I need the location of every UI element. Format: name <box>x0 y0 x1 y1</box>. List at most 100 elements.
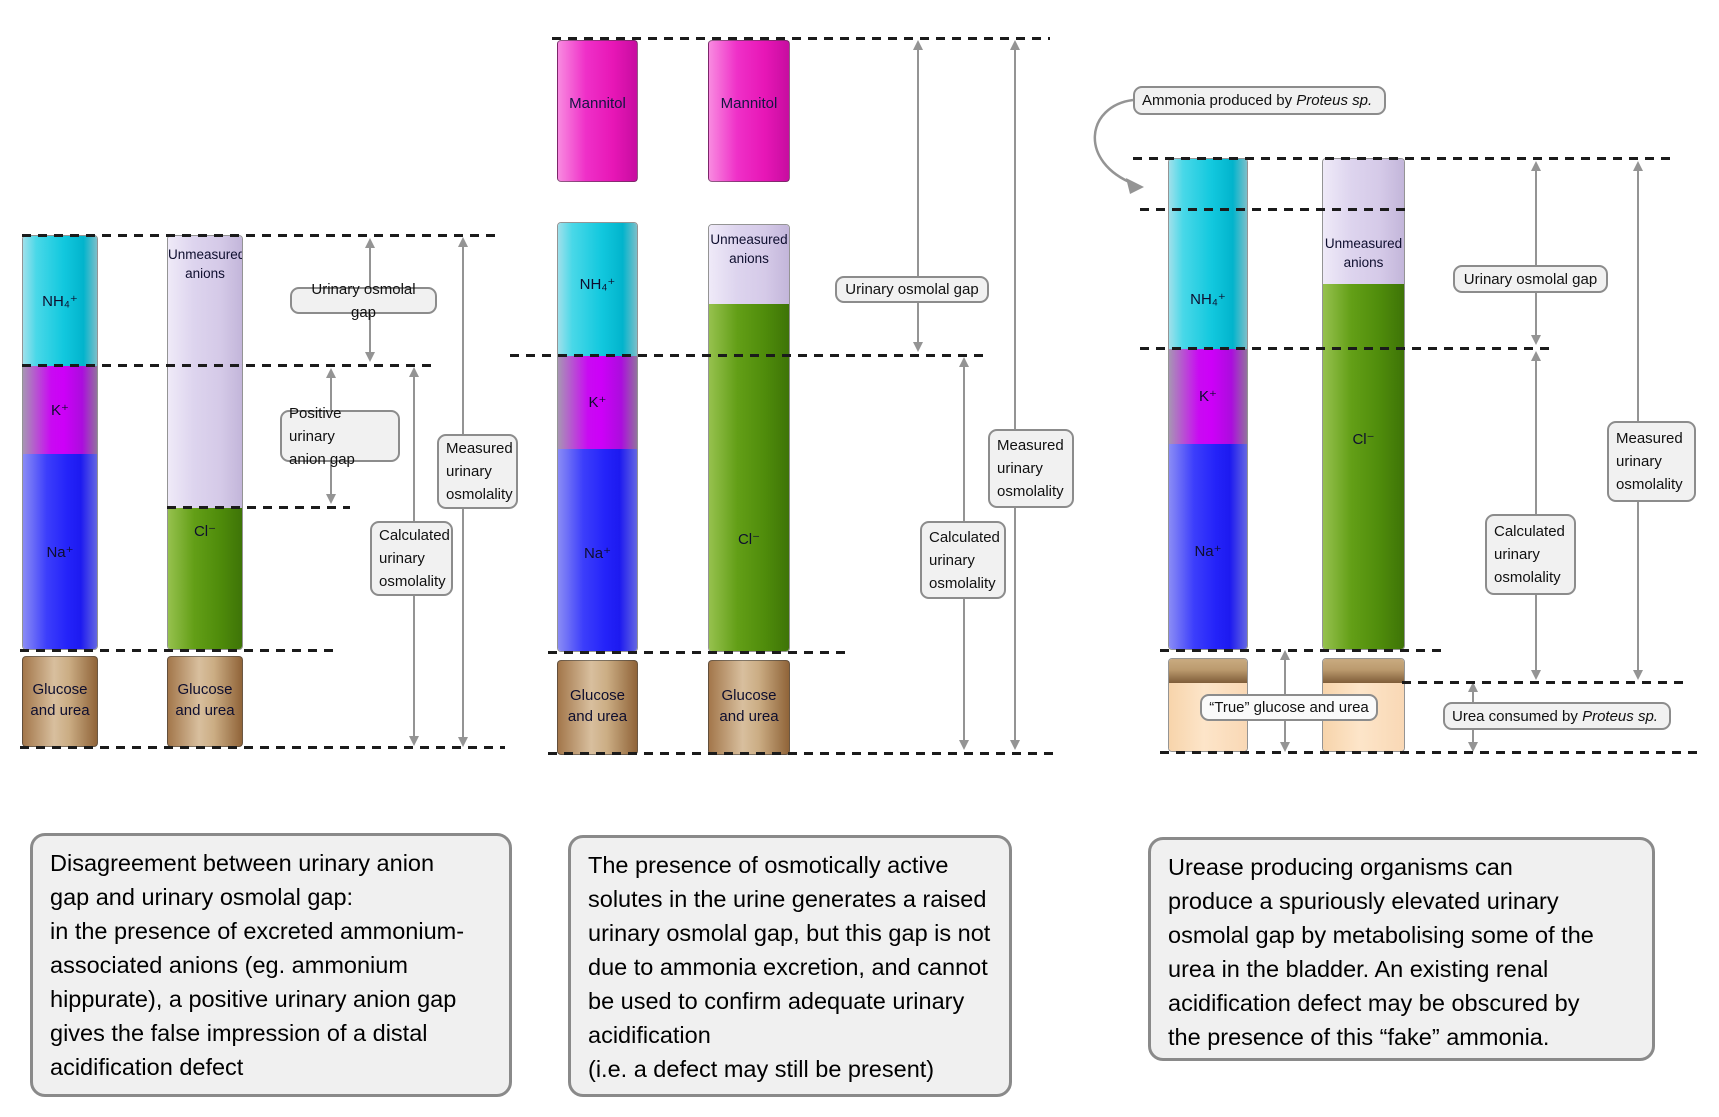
p1-na-segment <box>23 454 97 649</box>
p1-glucose-label-left: Glucose and urea <box>30 681 90 719</box>
p3-true-glucose-text: “True” glucose and urea <box>1209 699 1369 716</box>
p3-measured-osmolality-text: Measured urinary osmolality <box>1616 430 1683 493</box>
p2-measured-osmolality-box: Measured urinary osmolality <box>988 429 1074 508</box>
p3-ammonia-text: Ammonia produced by <box>1142 92 1297 109</box>
p1-nh4-label: NH₄⁺ <box>42 293 78 310</box>
p2-baseline <box>548 752 1055 755</box>
p3-glucose-brown-right <box>1323 659 1404 683</box>
p3-calculated-osmolality-text: Calculated urinary osmolality <box>1494 523 1565 586</box>
p2-osmolal-gap-arrow <box>913 40 923 352</box>
p1-cl-segment <box>168 508 242 649</box>
p3-na-segment <box>1169 444 1247 649</box>
ammonia-curved-arrow <box>1093 98 1144 194</box>
p1-positive-anion-gap-box: Positive urinary anion gap <box>280 405 400 468</box>
p3-cation-bar: NH₄⁺ K⁺ Na⁺ <box>1168 158 1248 650</box>
p1-calculated-osmolality-text: Calculated urinary osmolality <box>379 527 450 590</box>
p3-unmeasured-anions-label: Unmeasured anions <box>1324 236 1403 270</box>
p3-cl-label: Cl⁻ <box>1352 431 1375 448</box>
p1-k-label: K⁺ <box>51 402 69 419</box>
panel2-note: The presence of osmotically active solut… <box>568 835 1012 1097</box>
p2-mannitol-label-left: Mannitol <box>569 95 626 112</box>
p1-baseline <box>20 746 505 749</box>
p3-pre-ammonia-level-line <box>1140 208 1410 211</box>
p3-nh4-segment <box>1169 159 1247 349</box>
p2-glucose-bar-right: Glucose and urea <box>708 660 790 755</box>
p3-urea-consumed-level-line <box>1402 681 1683 684</box>
p1-k-segment <box>23 366 97 454</box>
p1-glucose-bar-left: Glucose and urea <box>22 656 98 747</box>
p2-measured-osmolality-text: Measured urinary osmolality <box>997 437 1064 500</box>
p3-na-label: Na⁺ <box>1194 543 1222 560</box>
p2-calculated-osmolality-text: Calculated urinary osmolality <box>929 528 1000 592</box>
p2-measured-level-line <box>552 37 1050 40</box>
p2-mannitol-label-right: Mannitol <box>720 95 778 112</box>
p3-urea-consumed-box: Urea consumed by Proteus sp. <box>1443 702 1671 730</box>
p3-k-label: K⁺ <box>1199 388 1217 405</box>
p3-ammonia-proteus-text: Proteus sp. <box>1296 92 1373 109</box>
p3-anion-bar: Unmeasured anions Cl⁻ <box>1322 158 1405 650</box>
p1-urinary-osmolal-gap-box: Urinary osmolal gap <box>290 281 437 321</box>
p2-glucose-label-left: Glucose and urea <box>567 687 628 725</box>
p2-cl-segment <box>709 304 789 651</box>
p3-measured-arrow <box>1633 161 1643 680</box>
p1-unmeasured-anions-segment <box>168 236 242 508</box>
p2-glucose-bar-left: Glucose and urea <box>557 660 638 755</box>
p2-urinary-osmolal-gap-text: Urinary osmolal gap <box>845 281 979 298</box>
p2-nh4-segment <box>558 223 637 356</box>
p1-nh4-segment <box>23 236 97 366</box>
p1-measured-osmolality-box: Measured urinary osmolality <box>437 434 518 509</box>
p3-electrolyte-bottom-line <box>1160 649 1448 652</box>
p1-cl-label: Cl⁻ <box>193 523 217 540</box>
p3-cl-segment <box>1323 284 1404 649</box>
p2-na-label: Na⁺ <box>583 545 612 562</box>
p2-electrolyte-bottom-line <box>548 651 848 654</box>
panel1-note: Disagreement between urinary anion gap a… <box>30 833 512 1097</box>
p2-measured-arrow <box>1010 40 1020 750</box>
p3-nh4-label: NH₄⁺ <box>1190 291 1226 308</box>
p2-calculated-level-line <box>510 354 988 357</box>
p3-urea-consumed-text: Urea consumed by <box>1452 707 1583 725</box>
p3-unmeasured-anions-segment <box>1323 159 1404 284</box>
p1-calculated-osmolality-box: Calculated urinary osmolality <box>370 521 453 596</box>
p1-positive-anion-gap-text: Positive urinary anion gap <box>289 404 355 468</box>
p2-k-label: K⁺ <box>588 394 607 411</box>
panel3-note: Urease producing organisms can produce a… <box>1148 837 1655 1061</box>
p2-unmeasured-anions-segment <box>709 225 789 304</box>
p1-urinary-osmolal-gap-text: Urinary osmolal gap <box>311 280 416 321</box>
p2-urinary-osmolal-gap-box: Urinary osmolal gap <box>835 276 989 303</box>
p3-osmolal-gap-arrow <box>1531 161 1541 345</box>
p2-k-segment <box>558 356 637 449</box>
p3-ammonia-box: Ammonia produced by Proteus sp. <box>1133 86 1386 115</box>
p3-urea-proteus-text: Proteus sp. <box>1582 707 1658 725</box>
p2-glucose-label-right: Glucose and urea <box>719 687 779 725</box>
p2-anion-bar: Unmeasured anions Cl⁻ <box>708 224 790 652</box>
p1-na-label: Na⁺ <box>46 544 74 561</box>
p1-anion-gap-level-line <box>167 506 350 509</box>
p3-urinary-osmolal-gap-text: Urinary osmolal gap <box>1463 270 1598 288</box>
p1-electrolyte-bottom-line <box>20 649 340 652</box>
p1-anion-bar: Unmeasured anions Cl⁻ <box>167 235 243 650</box>
p2-mannitol-bar-right: Mannitol <box>708 40 790 182</box>
p3-urinary-osmolal-gap-box: Urinary osmolal gap <box>1453 265 1608 293</box>
p1-glucose-bar-right: Glucose and urea <box>167 656 243 747</box>
p3-baseline <box>1160 751 1700 754</box>
p3-measured-level-line <box>1133 157 1677 160</box>
p1-calculated-level-line <box>22 364 437 367</box>
p2-unmeasured-anions-label: Unmeasured anions <box>710 232 788 266</box>
p2-nh4-label: NH₄⁺ <box>579 276 616 293</box>
p3-measured-osmolality-box: Measured urinary osmolality <box>1607 421 1696 502</box>
p2-calculated-osmolality-box: Calculated urinary osmolality <box>920 521 1006 599</box>
p3-calculated-level-line <box>1140 347 1553 350</box>
p1-glucose-label-right: Glucose and urea <box>175 681 235 719</box>
p3-glucose-brown-left <box>1169 659 1247 683</box>
p3-calculated-osmolality-box: Calculated urinary osmolality <box>1485 514 1576 595</box>
p3-k-segment <box>1169 349 1247 444</box>
p3-true-glucose-box: “True” glucose and urea <box>1200 694 1378 721</box>
p1-unmeasured-anions-label: Unmeasured anions <box>168 247 243 281</box>
p2-mannitol-bar-left: Mannitol <box>557 40 638 182</box>
p1-measured-level-line <box>22 234 500 237</box>
p2-na-segment <box>558 449 637 651</box>
p2-cl-label: Cl⁻ <box>737 531 761 548</box>
p2-cation-bar: NH₄⁺ K⁺ Na⁺ <box>557 222 638 652</box>
